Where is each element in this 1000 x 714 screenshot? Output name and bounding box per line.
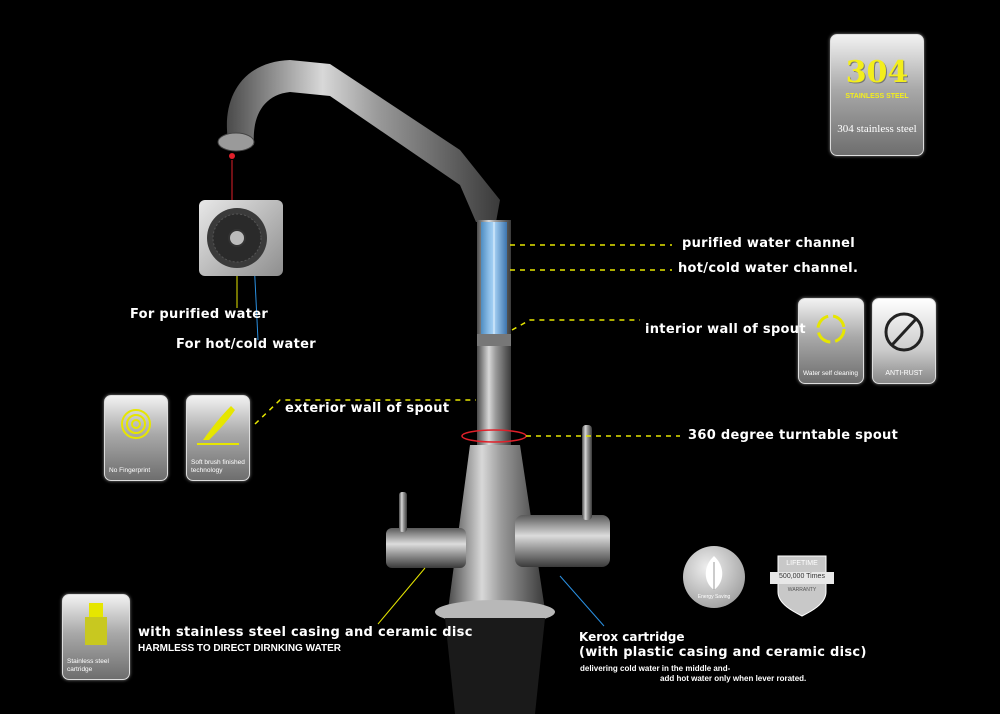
badge-energy-saving: Energy Saving: [683, 546, 745, 608]
badge-anti-rust: ANTI-RUST: [872, 298, 936, 384]
shield-icon: [770, 555, 834, 617]
label-kerox-line4: add hot water only when lever rorated.: [660, 674, 807, 683]
badge-304-subtitle: STAINLESS STEEL: [845, 93, 909, 100]
self-cleaning-caption: Water self cleaning: [803, 370, 859, 377]
label-kerox-line1: Kerox cartridge: [579, 630, 685, 644]
badge-304-number: 304: [845, 55, 909, 90]
aerator-closeup: [199, 200, 283, 276]
recycle-arrows-icon: [816, 314, 846, 344]
badge-lifetime-warranty: LIFETIME 500,000 Times WARRANTY: [770, 552, 834, 618]
cartridge-caption: Stainless steel cartridge: [67, 658, 109, 673]
aerator: [217, 132, 255, 152]
faucet-body: [448, 445, 545, 610]
badge-304-stainless: 304 STAINLESS STEEL 304 stainless steel: [830, 34, 924, 156]
cartridge-icon: [85, 603, 107, 645]
no-rust-icon: [884, 312, 924, 352]
no-fingerprint-caption: No Fingerprint: [109, 467, 151, 474]
label-exterior-wall: exterior wall of spout: [285, 401, 450, 416]
right-handle: [515, 515, 610, 567]
badge-no-fingerprint: No Fingerprint: [104, 395, 168, 481]
label-kerox-line3: delivering cold water in the middle and-: [580, 664, 731, 673]
label-casing-line1: with stainless steel casing and ceramic …: [138, 625, 473, 640]
soft-brush-caption: Soft brush finished technology: [191, 459, 245, 474]
label-turntable: 360 degree turntable spout: [688, 428, 899, 443]
warranty-label: WARRANTY: [787, 587, 817, 593]
lifetime-times: 500,000 Times: [779, 573, 825, 580]
energy-saving-caption: Energy Saving: [697, 594, 731, 600]
label-for-hotcold: For hot/cold water: [176, 337, 316, 352]
lifetime-label: LIFETIME: [786, 560, 818, 567]
fingerprint-icon: [121, 409, 151, 439]
badge-soft-brush: Soft brush finished technology: [186, 395, 250, 481]
brush-icon: [197, 406, 239, 445]
badge-304-caption: 304 stainless steel: [837, 123, 917, 135]
badge-self-cleaning: Water self cleaning: [798, 298, 864, 384]
left-handle: [386, 528, 466, 568]
badge-cartridge: Stainless steel cartridge: [62, 594, 130, 680]
spout-arm: [226, 60, 501, 222]
label-interior-wall: interior wall of spout: [645, 322, 806, 337]
label-purified-channel: purified water channel: [682, 236, 856, 251]
leaf-icon: [705, 556, 723, 590]
label-for-purified: For purified water: [130, 307, 269, 322]
water-channel: [481, 222, 507, 334]
label-kerox-line2: (with plastic casing and ceramic disc): [579, 645, 867, 660]
anti-rust-caption: ANTI-RUST: [885, 370, 923, 377]
aerator-icon: [207, 208, 267, 268]
label-hotcold-channel: hot/cold water channel.: [678, 261, 859, 276]
label-casing-line2: HARMLESS TO DIRECT DIRNKING WATER: [138, 643, 341, 654]
